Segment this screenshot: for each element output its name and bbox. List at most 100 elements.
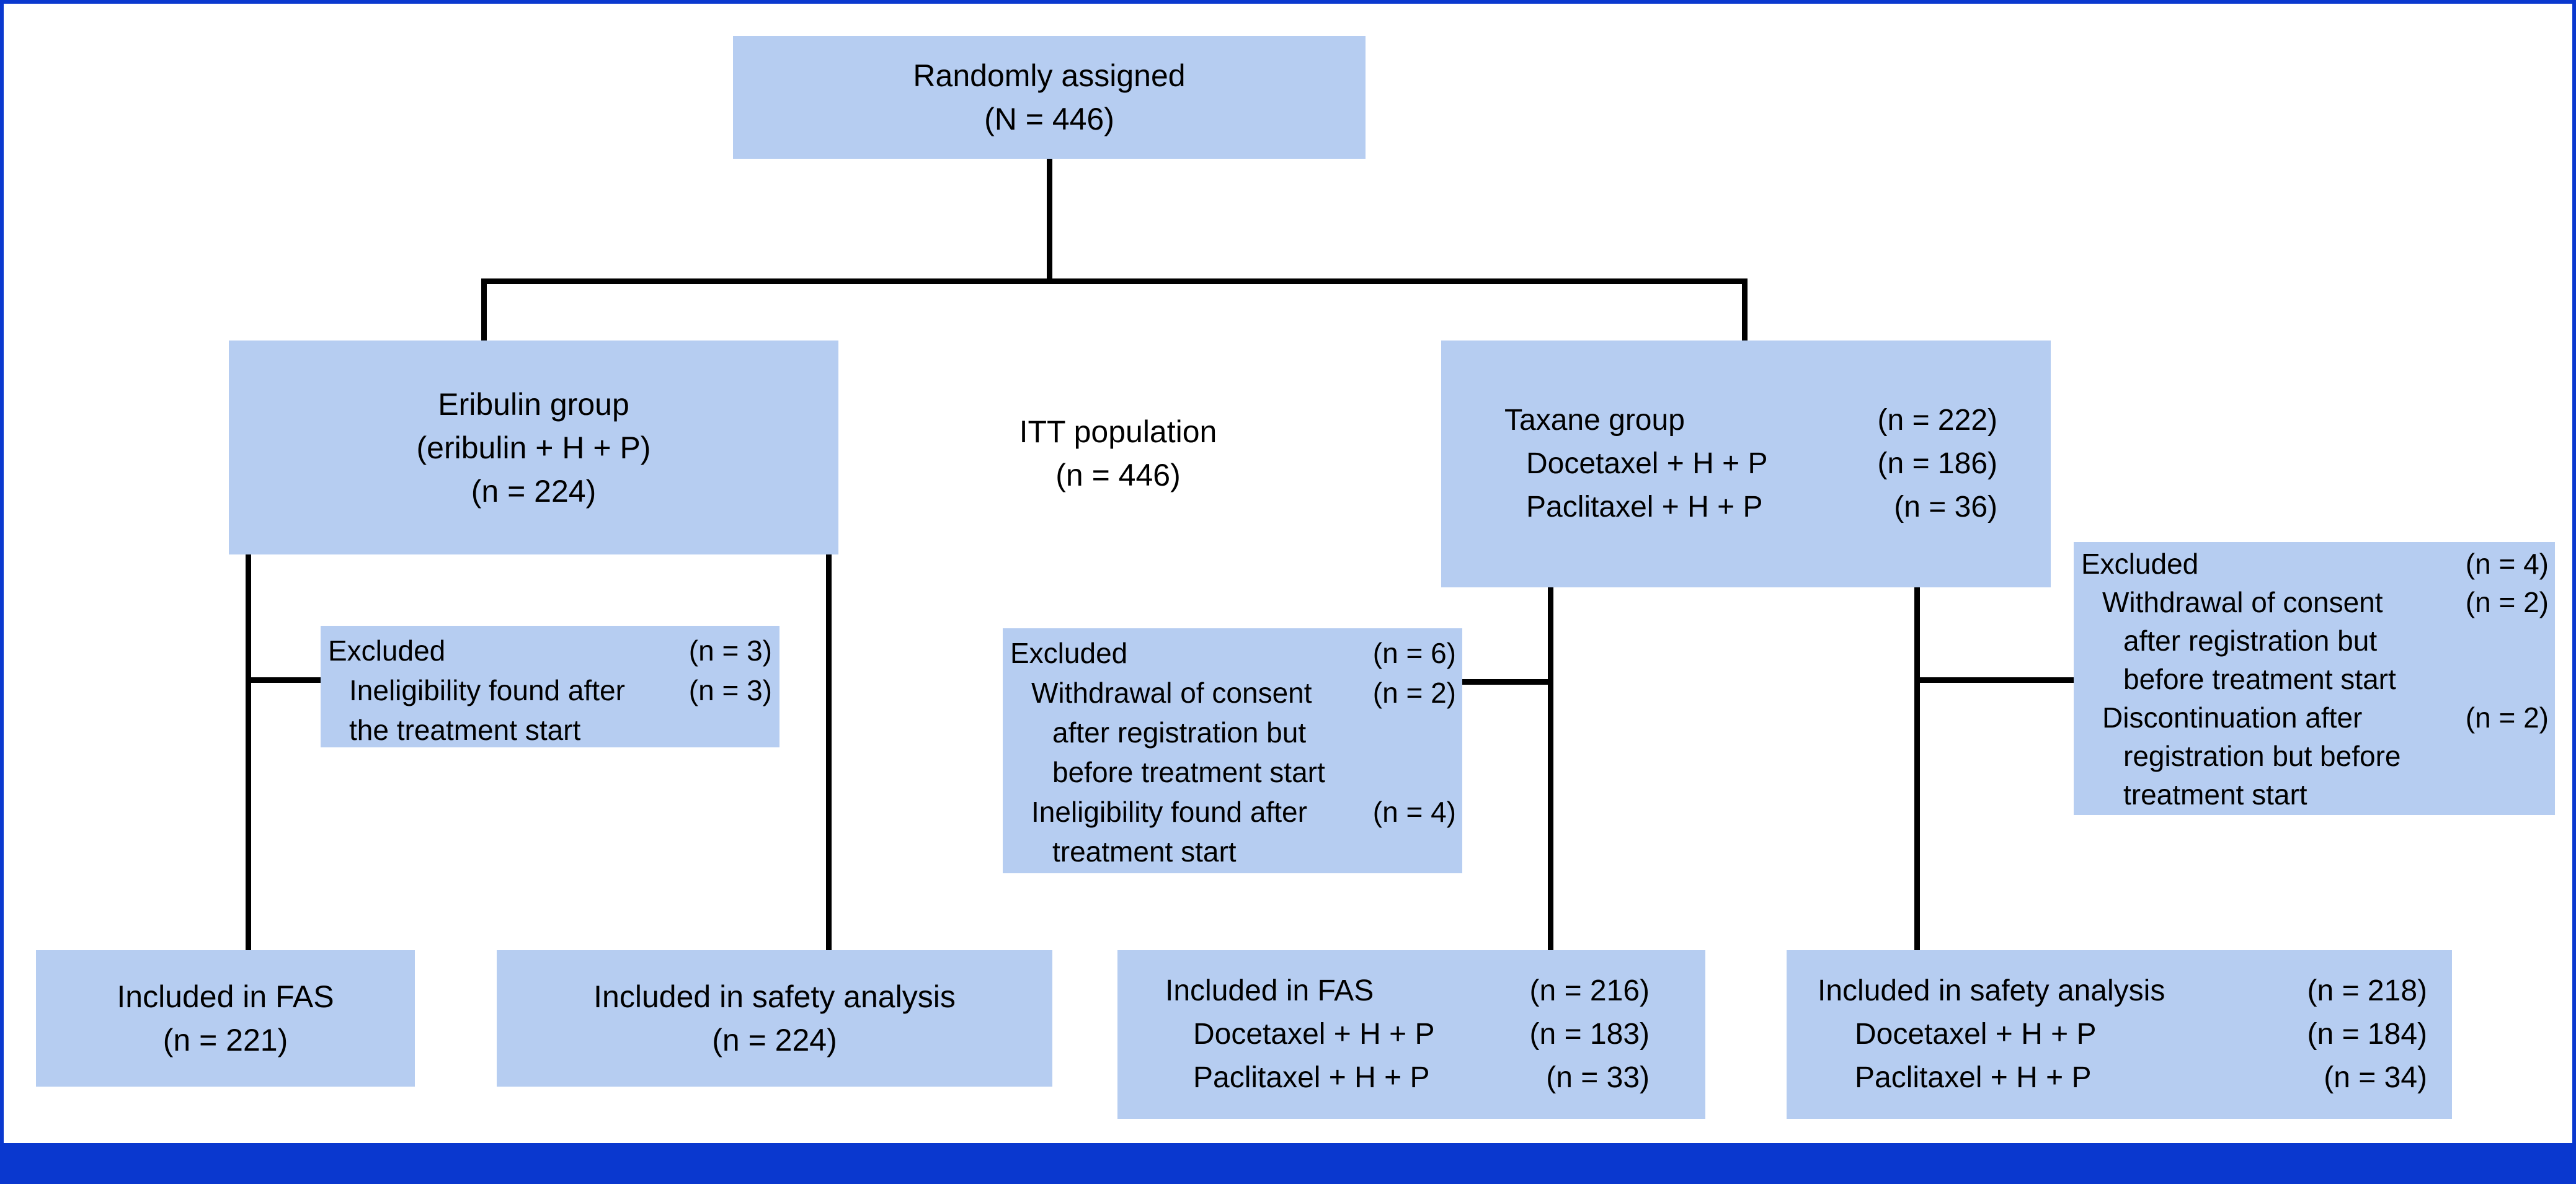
itt-count: (n = 446) [1055, 458, 1181, 492]
excluded-row: after registration but [2081, 621, 2549, 660]
excluded-row-count: (n = 3) [688, 634, 772, 667]
eribulin-line-1: Eribulin group [438, 386, 629, 422]
connector-stub-excluded-itt [1462, 679, 1550, 685]
taxane-row-count: (n = 222) [1877, 404, 1997, 437]
excluded-row-label: Withdrawal of consent [1031, 677, 1312, 709]
safety-count: (n = 224) [712, 1023, 837, 1057]
itt-population-label: ITT population (n = 446) [963, 410, 1273, 497]
excluded-row: before treatment start [2081, 660, 2549, 698]
connector-taxane-fas [1548, 587, 1553, 950]
excluded-row-label: Withdrawal of consent [2102, 586, 2383, 618]
fas-row: Included in FAS (n = 216) [1165, 969, 1650, 1013]
excluded-row-label: Ineligibility found after [1031, 796, 1307, 828]
safety-line: Included in safety analysis [593, 979, 956, 1014]
excluded-row-label: before treatment start [1052, 756, 1325, 788]
taxane-row: Docetaxel + H + P (n = 186) [1504, 442, 1997, 486]
excluded-row-label: treatment start [2123, 778, 2307, 811]
excluded-row: registration but before [2081, 737, 2549, 775]
eribulin-line-2: (eribulin + H + P) [416, 430, 651, 465]
excluded-row: Withdrawal of consent (n = 2) [2081, 583, 2549, 621]
excluded-row-label: the treatment start [349, 714, 581, 746]
excluded-row-label: Excluded [2081, 548, 2199, 580]
excluded-row-label: Excluded [1010, 637, 1128, 669]
randomized-line-1: Randomly assigned [913, 58, 1186, 93]
excluded-row-count: (n = 2) [1372, 677, 1456, 709]
connector-randomized-stem [1047, 159, 1052, 282]
safety-row: Docetaxel + H + P (n = 184) [1818, 1013, 2427, 1056]
excluded-row-label: Excluded [328, 634, 446, 667]
taxane-row-count: (n = 36) [1894, 491, 1997, 523]
fas-line: Included in FAS [117, 979, 334, 1014]
excluded-row-label: Ineligibility found after [349, 674, 625, 706]
connector-taxane-safety [1914, 587, 1920, 950]
fas-row: Paclitaxel + H + P (n = 33) [1165, 1056, 1650, 1100]
connector-drop-taxane [1742, 278, 1748, 341]
eribulin-excluded-box: Excluded (n = 3) Ineligibility found aft… [321, 626, 779, 747]
excluded-row-count: (n = 4) [1372, 796, 1456, 828]
excluded-row: Ineligibility found after (n = 3) [328, 670, 772, 710]
excluded-row: Ineligibility found after (n = 4) [1010, 792, 1456, 832]
taxane-group-box: Taxane group (n = 222) Docetaxel + H + P… [1441, 341, 2051, 587]
excluded-row-label: after registration but [1052, 716, 1307, 749]
excluded-row-label: after registration but [2123, 625, 2378, 657]
excluded-row-label: registration but before [2123, 740, 2401, 772]
excluded-row-label: before treatment start [2123, 663, 2396, 695]
excluded-row: Withdrawal of consent (n = 2) [1010, 673, 1456, 713]
fas-row-label: Paclitaxel + H + P [1193, 1061, 1430, 1094]
excluded-row: before treatment start [1010, 752, 1456, 792]
safety-row: Included in safety analysis (n = 218) [1818, 969, 2427, 1013]
excluded-row: after registration but [1010, 713, 1456, 752]
excluded-row: Excluded (n = 6) [1010, 633, 1456, 673]
connector-stub-excluded-taxane [1917, 677, 2075, 683]
connector-stub-excluded-eribulin [248, 677, 322, 683]
itt-excluded-box: Excluded (n = 6) Withdrawal of consent (… [1003, 628, 1462, 873]
excluded-row-count: (n = 6) [1372, 637, 1456, 669]
randomized-box: Randomly assigned (N = 446) [733, 36, 1366, 159]
eribulin-fas-box: Included in FAS (n = 221) [36, 950, 415, 1087]
fas-count: (n = 221) [162, 1023, 288, 1057]
safety-row-label: Docetaxel + H + P [1855, 1018, 2097, 1051]
excluded-row: treatment start [1010, 832, 1456, 871]
taxane-safety-box: Included in safety analysis (n = 218) Do… [1787, 950, 2452, 1119]
excluded-row-count: (n = 3) [688, 674, 772, 706]
excluded-row-label: Discontinuation after [2102, 701, 2363, 734]
connector-eribulin-fas [246, 554, 251, 950]
fas-row-label: Docetaxel + H + P [1193, 1018, 1435, 1051]
randomized-count: (N = 446) [984, 102, 1114, 136]
safety-row-label: Paclitaxel + H + P [1855, 1061, 2092, 1094]
eribulin-count: (n = 224) [471, 473, 597, 509]
excluded-row: treatment start [2081, 775, 2549, 814]
eribulin-group-box: Eribulin group (eribulin + H + P) (n = 2… [229, 341, 838, 554]
fas-row: Docetaxel + H + P (n = 183) [1165, 1013, 1650, 1056]
connector-drop-eribulin [481, 278, 487, 341]
taxane-excluded-box: Excluded (n = 4) Withdrawal of consent (… [2074, 542, 2555, 815]
taxane-row-label: Paclitaxel + H + P [1526, 491, 1763, 523]
fas-row-count: (n = 33) [1546, 1061, 1650, 1094]
taxane-row: Paclitaxel + H + P (n = 36) [1504, 486, 1997, 529]
fas-row-count: (n = 183) [1529, 1018, 1650, 1051]
excluded-row-count: (n = 2) [2465, 701, 2549, 734]
taxane-fas-box: Included in FAS (n = 216) Docetaxel + H … [1117, 950, 1705, 1119]
taxane-row: Taxane group (n = 222) [1504, 399, 1997, 442]
bottom-frame-bar [4, 1143, 2572, 1180]
taxane-row-label: Docetaxel + H + P [1526, 447, 1768, 480]
safety-row-label: Included in safety analysis [1818, 974, 2165, 1007]
connector-eribulin-safety [826, 554, 832, 950]
connector-split-bar [481, 278, 1748, 284]
excluded-row-label: treatment start [1052, 835, 1237, 868]
fas-row-label: Included in FAS [1165, 974, 1374, 1007]
fas-row-count: (n = 216) [1529, 974, 1650, 1007]
safety-row-count: (n = 218) [2307, 974, 2427, 1007]
safety-row-count: (n = 34) [2324, 1061, 2427, 1094]
excluded-row: Discontinuation after (n = 2) [2081, 698, 2549, 737]
eribulin-safety-box: Included in safety analysis (n = 224) [497, 950, 1052, 1087]
excluded-row: Excluded (n = 3) [328, 631, 772, 670]
taxane-row-count: (n = 186) [1877, 447, 1997, 480]
excluded-row-count: (n = 2) [2465, 586, 2549, 618]
excluded-row-count: (n = 4) [2465, 548, 2549, 580]
safety-row: Paclitaxel + H + P (n = 34) [1818, 1056, 2427, 1100]
excluded-row: Excluded (n = 4) [2081, 545, 2549, 583]
itt-line-1: ITT population [1019, 414, 1217, 449]
taxane-row-label: Taxane group [1504, 404, 1685, 437]
